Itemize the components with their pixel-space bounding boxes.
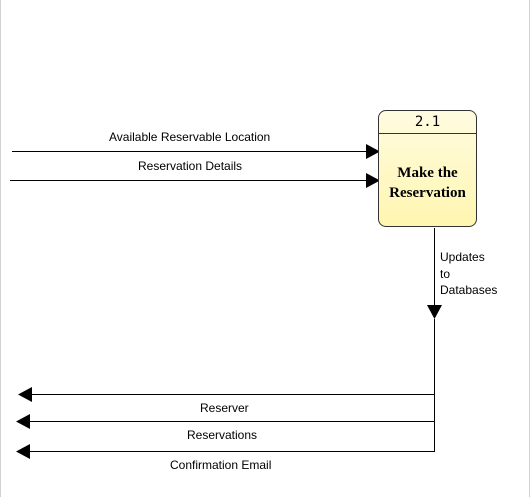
label-reserver: Reserver bbox=[200, 401, 249, 415]
label-updates-line3: Databases bbox=[440, 283, 498, 297]
flow-reservation-details[interactable] bbox=[10, 173, 380, 188]
flow-available-reservable-location[interactable] bbox=[12, 144, 380, 159]
label-updates-line2: to bbox=[440, 266, 451, 281]
label-updates-line1: Updates bbox=[440, 250, 485, 264]
arrowhead-icon bbox=[427, 305, 442, 319]
arrowhead-icon bbox=[16, 414, 30, 429]
arrowhead-icon bbox=[366, 144, 380, 159]
label-updates-to-databases: Updates to Databases bbox=[440, 249, 497, 299]
flow-updates-to-databases[interactable] bbox=[427, 228, 442, 319]
label-reservation-details: Reservation Details bbox=[138, 159, 243, 173]
arrowhead-icon bbox=[16, 444, 30, 459]
arrowhead-icon bbox=[18, 387, 32, 402]
process-name-line1: Make the bbox=[397, 165, 458, 181]
label-confirmation-email: Confirmation Email bbox=[170, 458, 272, 472]
label-reservations: Reservations bbox=[187, 428, 258, 442]
process-make-the-reservation[interactable]: 2.1 Make the Reservation bbox=[378, 110, 477, 227]
flow-reserver[interactable] bbox=[18, 387, 434, 402]
flow-reservations[interactable] bbox=[16, 414, 434, 429]
process-name-line2: Reservation bbox=[389, 185, 466, 201]
label-available-reservable-location: Available Reservable Location bbox=[109, 130, 271, 144]
process-id: 2.1 bbox=[379, 111, 476, 134]
process-name: Make the Reservation bbox=[379, 163, 476, 203]
arrowhead-icon bbox=[366, 173, 380, 188]
flow-confirmation-email[interactable] bbox=[16, 444, 434, 459]
